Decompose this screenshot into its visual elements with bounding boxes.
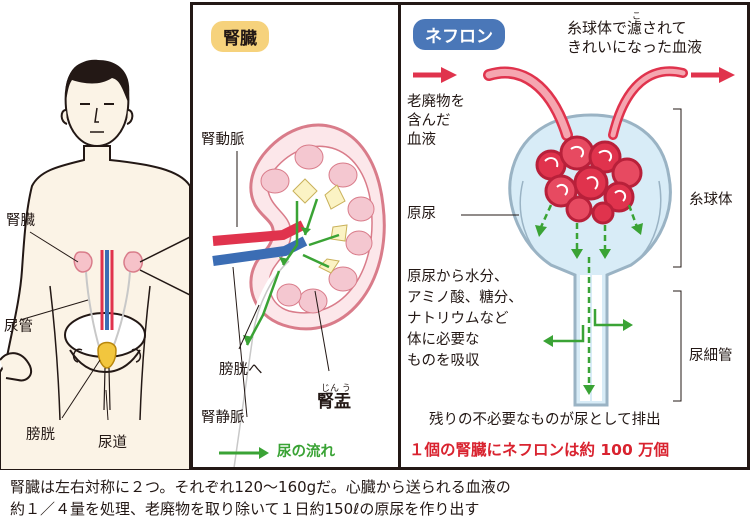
nephron-diagram [401, 5, 747, 467]
kidney-cross-section [193, 5, 401, 467]
label-ureter: 尿管 [4, 318, 33, 337]
label-renal-vein: 腎静脈 [201, 409, 245, 428]
kidney-tag: 腎臓 [211, 21, 269, 52]
label-primary-urine: 原尿 [407, 205, 436, 224]
label-filtered-blood: 糸球体で濾されて きれいになった血液 [567, 19, 702, 57]
torso-outline [0, 146, 190, 470]
kidney-panel: 腎臓 腎動脈 膀胱へ 腎静脈 じん う 腎盂 尿の流れ [190, 2, 404, 470]
caption-line-1: 腎臓は左右対称に２つ。それぞれ120～160gだ。心臓から送られる血液の [10, 478, 511, 496]
label-excretion: 残りの不必要なものが尿として排出 [429, 411, 661, 430]
nephron-tag: ネフロン [413, 19, 505, 50]
nephron-count-note: １個の腎臓にネフロンは約 100 万個 [409, 441, 669, 460]
nephron-panel: ネフロン こ 糸球体で濾されて きれいになった血液 老廃物を 含んだ 血液 原尿… [398, 2, 750, 470]
head-illustration [62, 60, 133, 146]
label-absorption: 原尿から水分、 アミノ酸、糖分、 ナトリウムなど 体に必要な ものを吸収 [407, 267, 523, 372]
caption-line-2: 約１／４量を処理、老廃物を取り除いて１日約150ℓの原尿を作り出す [10, 500, 479, 518]
label-kidney-body: 腎臓 [6, 212, 35, 231]
label-glomerulus: 糸球体 [689, 191, 733, 210]
caption: 腎臓は左右対称に２つ。それぞれ120～160gだ。心臓から送られる血液の 約１／… [10, 476, 511, 520]
label-tubule: 尿細管 [689, 347, 733, 366]
label-bladder: 膀胱 [26, 426, 55, 445]
label-urethra: 尿道 [98, 434, 127, 453]
label-renal-pelvis: 腎盂 [317, 393, 351, 412]
left-kidney-small [74, 252, 92, 272]
label-waste-blood: 老廃物を 含んだ 血液 [407, 93, 465, 150]
legend-urine-flow: 尿の流れ [277, 443, 335, 462]
label-to-bladder: 膀胱へ [219, 361, 263, 380]
right-kidney-small [124, 252, 142, 272]
body-figure [0, 0, 190, 470]
label-renal-artery: 腎動脈 [201, 131, 245, 150]
